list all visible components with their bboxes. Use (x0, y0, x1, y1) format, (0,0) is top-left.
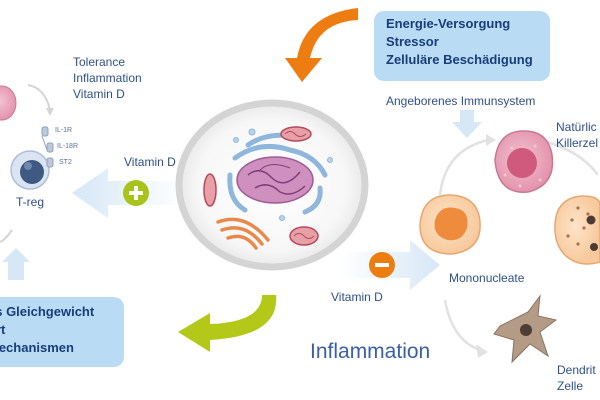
vitamin-d-left-label: Vitamin D (73, 87, 125, 101)
vitamin-d-minus-label: Vitamin D (331, 290, 383, 304)
treg-label: T-reg (16, 195, 45, 209)
left-cycle-arrowhead (46, 108, 54, 116)
mononucleate-label: Mononucleate (449, 271, 525, 285)
vitamin-d-plus-label: Vitamin D (124, 155, 176, 169)
box-line-energy: Energie-Versorgung (386, 16, 511, 31)
receptor-st2: ST2 (59, 159, 72, 166)
box-line-mechanisms: Mechanismen (0, 340, 74, 355)
down-arrow-innate (452, 110, 482, 138)
left-cycle-lower-arc (0, 229, 13, 243)
mitochondria (203, 126, 319, 246)
stress-factors-box: Energie-Versorgung Stressor Zelluläre Be… (374, 11, 550, 81)
left-pink-cell (0, 85, 17, 121)
box-line-ort: ort (0, 322, 6, 337)
left-cycle-arc (27, 84, 51, 111)
green-curved-arrow (178, 295, 277, 352)
nk-cell (494, 130, 554, 193)
receptor-il1r: IL-1R (55, 127, 73, 134)
dendritic-label-line1: Dendrit (557, 363, 596, 377)
inflammation-title: Inflammation (310, 340, 431, 363)
monocyte-cell (419, 194, 481, 255)
dendritic-label-line2: Zelle (557, 379, 584, 393)
box-line-balance: es Gleichgewicht (0, 304, 95, 319)
innate-immune-label: Angeborenes Immunsystem (386, 94, 536, 108)
up-arrow-left (2, 248, 30, 280)
receptor-il18r: IL-18R (57, 143, 79, 150)
nk-label-line2: Killerzel (556, 136, 599, 150)
tolerance-label: Tolerance (73, 55, 126, 69)
right-peach-cell (554, 195, 600, 265)
inflammation-left-label: Inflammation (73, 71, 142, 85)
endoplasmic-reticulum (227, 132, 328, 215)
box-line-damage: Zelluläre Beschädigung (386, 52, 533, 67)
orange-curved-arrow (285, 8, 358, 82)
nk-label-line1: Natürlic (556, 120, 597, 134)
golgi (216, 217, 270, 250)
box-line-stressor: Stressor (386, 34, 439, 49)
dendritic-cell (493, 294, 558, 364)
treg-cell (10, 126, 54, 190)
balance-box: es Gleichgewicht ort Mechanismen (0, 297, 124, 367)
